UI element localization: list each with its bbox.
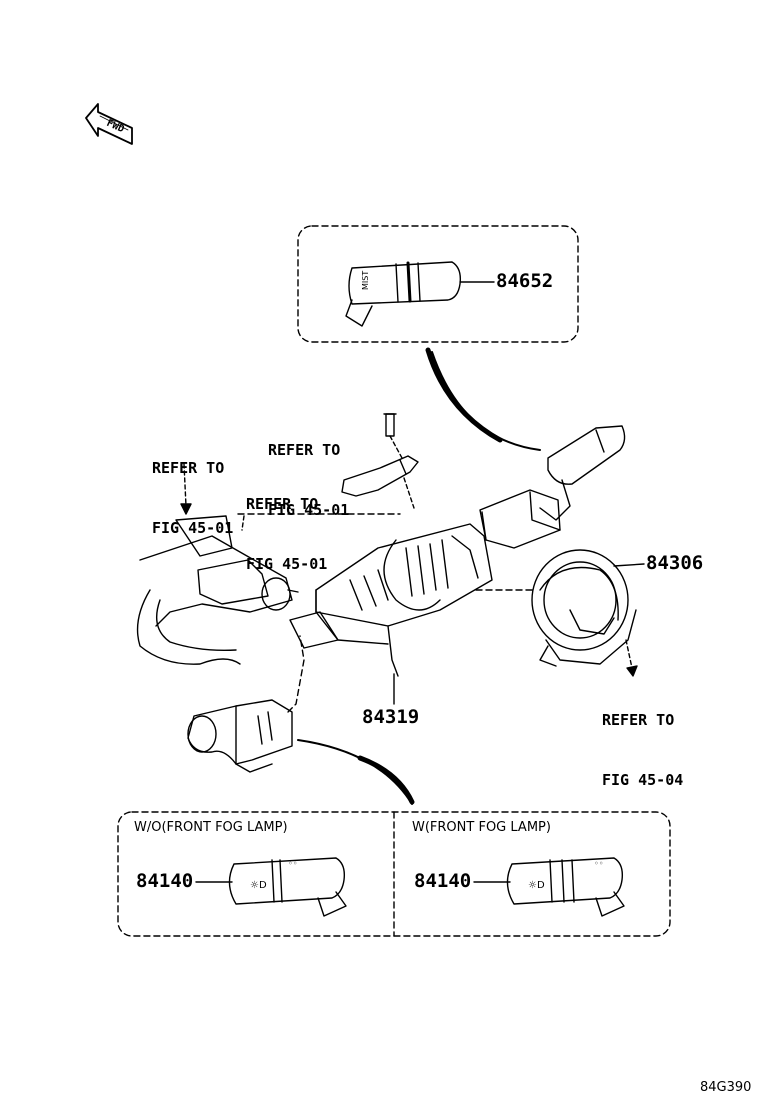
variant-header-without-fog: W/O(FRONT FOG LAMP) <box>134 820 288 835</box>
callout-curve-top <box>431 351 541 451</box>
reference-line2: FIG 45-01 <box>268 501 350 519</box>
part-number-84652: 84652 <box>496 270 554 292</box>
callout-curve-bottom <box>297 739 413 805</box>
reference-line2: FIG 45-01 <box>152 519 234 537</box>
variant-header-with-fog: W(FRONT FOG LAMP) <box>412 820 551 835</box>
wiper-lever-assembly-icon <box>479 425 626 549</box>
reference-line2: FIG 45-04 <box>602 771 684 789</box>
reference-note-left: REFER TO FIG 45-01 <box>152 418 233 578</box>
part-number-84140-right: 84140 <box>414 870 472 892</box>
bolt-icon <box>383 413 397 437</box>
reference-line1: REFER TO <box>246 495 319 513</box>
svg-text:MIST: MIST <box>361 271 370 290</box>
reference-line2: FIG 45-01 <box>246 555 328 573</box>
wiper-switch-callout-box <box>297 225 579 343</box>
headlamp-switch-variant-right-icon: ☼D ◦◦ <box>506 857 625 917</box>
reference-note-top: REFER TO FIG 45-01 <box>268 400 349 560</box>
svg-text:◦◦: ◦◦ <box>288 859 297 868</box>
headlamp-switch-icon <box>187 699 293 773</box>
reference-line1: REFER TO <box>152 459 225 477</box>
wiper-switch-icon: MIST <box>345 261 462 327</box>
spiral-cable-icon <box>531 549 637 667</box>
diagram-code: 84G390 <box>700 1080 752 1095</box>
svg-text:☼D: ☼D <box>250 880 267 891</box>
reference-line1: REFER TO <box>268 441 341 459</box>
part-number-84306: 84306 <box>646 552 704 574</box>
steering-column-icon <box>136 515 299 665</box>
bracket-icon <box>341 455 419 497</box>
switch-housing-icon <box>289 523 493 677</box>
part-number-84319: 84319 <box>362 706 420 728</box>
reference-line1: REFER TO <box>602 711 675 729</box>
svg-text:◦◦: ◦◦ <box>594 859 603 868</box>
reference-note-right: REFER TO FIG 45-04 <box>602 670 683 830</box>
part-number-84140-left: 84140 <box>136 870 194 892</box>
fwd-arrow-icon <box>85 103 133 145</box>
headlamp-switch-variant-left-icon: ☼D ◦◦ <box>228 857 347 917</box>
leader-84306 <box>613 563 645 567</box>
reference-note-middle: REFER TO FIG 45-01 <box>246 454 327 614</box>
svg-text:☼D: ☼D <box>528 880 545 891</box>
